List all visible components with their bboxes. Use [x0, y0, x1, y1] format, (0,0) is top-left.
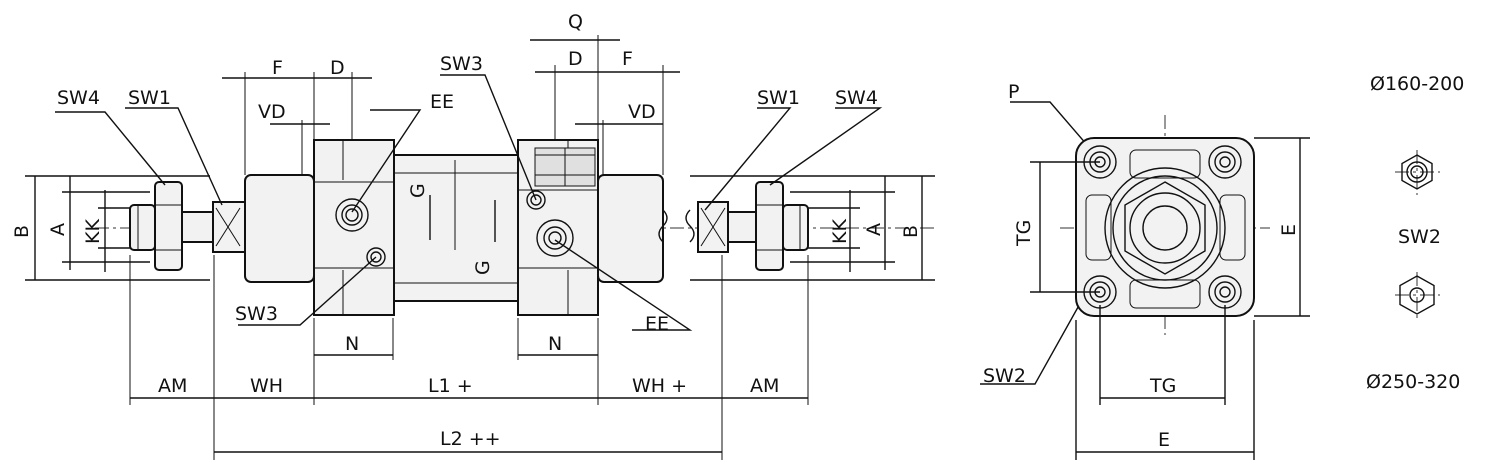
- label-vd-right: VD: [628, 101, 656, 123]
- end-view: [1030, 115, 1310, 460]
- label-tg-vertical: TG: [1013, 220, 1035, 247]
- right-cover: [597, 174, 664, 283]
- left-nut-sw4: [154, 181, 183, 271]
- label-sw4-left: SW4: [57, 87, 100, 109]
- label-b-right: B: [900, 225, 922, 238]
- label-size-large: Ø250-320: [1366, 371, 1460, 393]
- label-b-left: B: [11, 225, 33, 238]
- label-d-left: D: [330, 57, 345, 79]
- label-d-right: D: [568, 48, 583, 70]
- label-e-horizontal: E: [1158, 429, 1170, 451]
- hex-nut-icon-small: [1395, 150, 1440, 195]
- label-l1: L1 +: [428, 375, 473, 397]
- label-f-left: F: [272, 57, 283, 79]
- port-ee-right: [536, 219, 574, 257]
- label-wh-right: WH +: [632, 375, 687, 397]
- label-size-small: Ø160-200: [1370, 73, 1464, 95]
- label-kk-left: KK: [82, 219, 104, 244]
- rod-hex: [1124, 181, 1206, 275]
- label-tg-horizontal: TG: [1149, 375, 1176, 397]
- port-ee-left: [335, 198, 369, 232]
- label-a-left: A: [47, 223, 69, 236]
- end-view-labels: P TG E TG E SW2: [983, 81, 1300, 451]
- side-view: [25, 35, 1101, 460]
- label-legend-sw2: SW2: [1398, 226, 1441, 248]
- label-g-top: G: [407, 183, 429, 198]
- label-sw2: SW2: [983, 365, 1026, 387]
- label-sw3-top: SW3: [440, 53, 483, 75]
- right-rod-end: [782, 204, 809, 251]
- label-sw1-right: SW1: [757, 87, 800, 109]
- label-a-right: A: [863, 223, 885, 236]
- label-kk-right: KK: [829, 219, 851, 244]
- label-ee-bottom: EE: [645, 313, 669, 335]
- label-ee-top: EE: [430, 91, 454, 113]
- left-rod-nut-sw1: [212, 201, 246, 253]
- boss: [1104, 167, 1226, 289]
- dimension-lines: [130, 39, 808, 453]
- left-cover: [244, 174, 315, 283]
- label-f-right: F: [622, 48, 633, 70]
- right-nut-sw4: [755, 181, 784, 271]
- label-q: Q: [568, 11, 583, 33]
- label-g-bottom: G: [472, 260, 494, 275]
- label-sw3-bottom: SW3: [235, 303, 278, 325]
- label-l2: L2 ++: [440, 428, 501, 450]
- label-p: P: [1008, 81, 1019, 103]
- screw-sw3-left: [366, 247, 386, 267]
- label-wh-left: WH: [250, 375, 283, 397]
- label-sw4-right: SW4: [835, 87, 878, 109]
- label-e-vertical: E: [1278, 224, 1300, 236]
- hex-nut-icon-large: [1395, 272, 1440, 318]
- left-rod-end: [129, 204, 156, 251]
- label-am-right: AM: [750, 375, 779, 397]
- label-n-right: N: [548, 333, 562, 355]
- label-n-left: N: [345, 333, 359, 355]
- side-view-labels: Q D F F D SW3 VD VD EE SW4 SW1 SW1 SW4 S…: [11, 11, 922, 450]
- label-vd-left: VD: [258, 101, 286, 123]
- size-legend: Ø160-200 SW2 Ø250-320: [1366, 73, 1464, 393]
- screw-sw3-right: [526, 190, 546, 210]
- label-sw1-left: SW1: [128, 87, 171, 109]
- end-plate: [1075, 137, 1255, 317]
- label-am-left: AM: [158, 375, 187, 397]
